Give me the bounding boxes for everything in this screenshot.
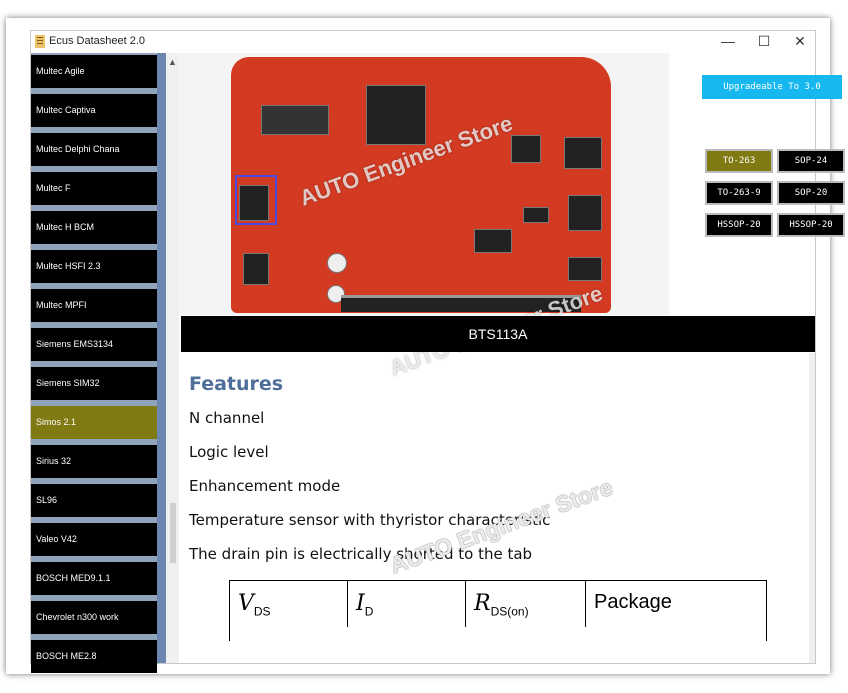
sidebar-item[interactable]: BOSCH MED9.1.1 bbox=[31, 562, 157, 595]
sidebar-item[interactable]: Chevrolet n300 work bbox=[31, 601, 157, 634]
pcb-chip bbox=[568, 257, 602, 281]
part-name: BTS113A bbox=[468, 326, 528, 342]
table-header-package: Package bbox=[594, 591, 672, 613]
pcb-capacitor bbox=[327, 285, 345, 303]
part-name-bar: BTS113A bbox=[181, 316, 815, 352]
pcb-chip bbox=[474, 229, 512, 253]
pcb-chip bbox=[366, 85, 426, 145]
pcb-image-area: AUTO Engineer Store AUTO Engineer Store bbox=[179, 53, 669, 381]
app-icon bbox=[35, 35, 45, 48]
table-header-vds: VDS bbox=[230, 581, 348, 627]
sidebar-item[interactable]: Siemens SIM32 bbox=[31, 367, 157, 400]
sidebar-item[interactable]: Multec HSFI 2.3 bbox=[31, 250, 157, 283]
sidebar-item[interactable]: SL96 bbox=[31, 484, 157, 517]
sidebar-edge bbox=[157, 53, 166, 663]
feature-item: Logic level bbox=[189, 443, 269, 461]
package-button[interactable]: HSSOP-20 bbox=[777, 213, 845, 237]
sidebar-item[interactable]: Simos 2.1 bbox=[31, 406, 157, 439]
sidebar-item[interactable]: Multec H BCM bbox=[31, 211, 157, 244]
sidebar-item[interactable]: Multec Agile bbox=[31, 55, 157, 88]
pcb-chip bbox=[568, 195, 602, 231]
component-highlight[interactable] bbox=[235, 175, 277, 225]
sidebar-item[interactable]: Siemens EMS3134 bbox=[31, 328, 157, 361]
sidebar-item[interactable]: Multec Delphi Chana bbox=[31, 133, 157, 166]
close-button[interactable]: ✕ bbox=[794, 33, 806, 49]
sidebar-item[interactable]: BOSCH ME2.8 bbox=[31, 640, 157, 673]
feature-item: N channel bbox=[189, 409, 265, 427]
pcb-chip bbox=[523, 207, 549, 223]
scroll-up-icon[interactable]: ▲ bbox=[168, 57, 177, 67]
sidebar-scrollbar[interactable]: ▲ bbox=[166, 53, 179, 663]
content-pane: AUTO Engineer Store AUTO Engineer Store … bbox=[179, 53, 845, 663]
package-button[interactable]: SOP-24 bbox=[777, 149, 845, 173]
sidebar-item[interactable]: Multec Captiva bbox=[31, 94, 157, 127]
title-bar: Ecus Datasheet 2.0 — ☐ ✕ bbox=[31, 31, 815, 53]
sidebar-item[interactable]: Valeo V42 bbox=[31, 523, 157, 556]
package-button[interactable]: HSSOP-20 bbox=[705, 213, 773, 237]
sidebar-item[interactable]: Multec MPFI bbox=[31, 289, 157, 322]
feature-item: Temperature sensor with thyristor charac… bbox=[189, 511, 551, 529]
pcb-chip bbox=[511, 135, 541, 163]
pcb-chip bbox=[261, 105, 329, 135]
maximize-button[interactable]: ☐ bbox=[757, 33, 771, 49]
table-header-id: ID bbox=[348, 581, 466, 627]
pcb-chip bbox=[564, 137, 602, 169]
content-scrollbar[interactable] bbox=[809, 353, 815, 663]
pcb-capacitor bbox=[327, 253, 347, 273]
sidebar-item[interactable]: Sirius 32 bbox=[31, 445, 157, 478]
scroll-thumb[interactable] bbox=[170, 503, 176, 563]
sidebar-item[interactable]: Multec F bbox=[31, 172, 157, 205]
minimize-button[interactable]: — bbox=[721, 33, 735, 49]
features-heading: Features bbox=[189, 373, 284, 395]
window-title: Ecus Datasheet 2.0 bbox=[49, 35, 146, 47]
feature-item: The drain pin is electrically shorted to… bbox=[189, 545, 533, 563]
table-header-rdson: RDS(on) bbox=[466, 581, 586, 627]
pcb-chip bbox=[243, 253, 269, 285]
pcb-connector bbox=[341, 295, 581, 312]
spec-table: VDS ID RDS(on) Package bbox=[229, 580, 767, 641]
feature-item: Enhancement mode bbox=[189, 477, 341, 495]
pcb-chip bbox=[239, 185, 269, 221]
package-button[interactable]: SOP-20 bbox=[777, 181, 845, 205]
package-button[interactable]: TO-263-9 bbox=[705, 181, 773, 205]
pcb-board-image bbox=[231, 57, 611, 313]
package-button[interactable]: TO-263 bbox=[705, 149, 773, 173]
upgrade-button[interactable]: Upgradeable To 3.0 bbox=[702, 75, 842, 99]
